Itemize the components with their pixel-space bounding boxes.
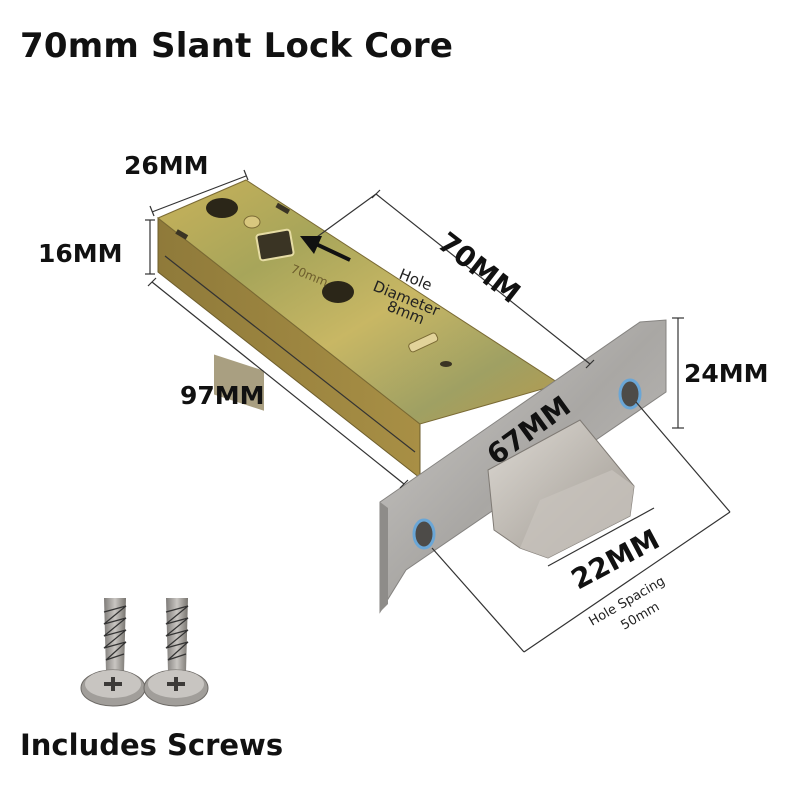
screw-left xyxy=(80,598,146,707)
faceplate-hole-bottom xyxy=(412,518,436,550)
body-side-crease xyxy=(164,255,416,453)
dim-16mm: 16MM xyxy=(38,219,155,275)
spindle-hole xyxy=(255,228,295,262)
screw-right xyxy=(143,598,209,707)
screws-caption: Includes Screws xyxy=(20,728,284,762)
faceplate-edge xyxy=(380,502,388,612)
faceplate-hole-top xyxy=(618,378,642,410)
body-hole-top xyxy=(206,198,238,218)
dim-26mm-label: 26MM xyxy=(124,151,209,180)
body-right-slot-1 xyxy=(275,202,291,215)
arrow-icon xyxy=(300,236,322,254)
dim-24mm-label: 24MM xyxy=(684,359,769,388)
body-slot-small xyxy=(408,332,439,353)
body-hole-mid xyxy=(322,281,354,303)
dim-97mm-label: 97MM xyxy=(180,381,265,410)
dim-97mm: 97MM xyxy=(147,277,409,489)
latch-bolt-face xyxy=(520,470,634,558)
body-side-slot xyxy=(214,354,264,411)
dim-24mm: 24MM xyxy=(672,317,769,429)
dim-16mm-label: 16MM xyxy=(38,239,123,268)
body-pin xyxy=(243,215,261,229)
body-slot-dot xyxy=(440,361,452,367)
page-title: 70mm Slant Lock Core xyxy=(20,26,454,66)
dim-70mm-label: 70MM xyxy=(432,226,527,310)
dim-26mm: 26MM xyxy=(124,151,249,217)
body-left-slot-1 xyxy=(175,229,189,240)
